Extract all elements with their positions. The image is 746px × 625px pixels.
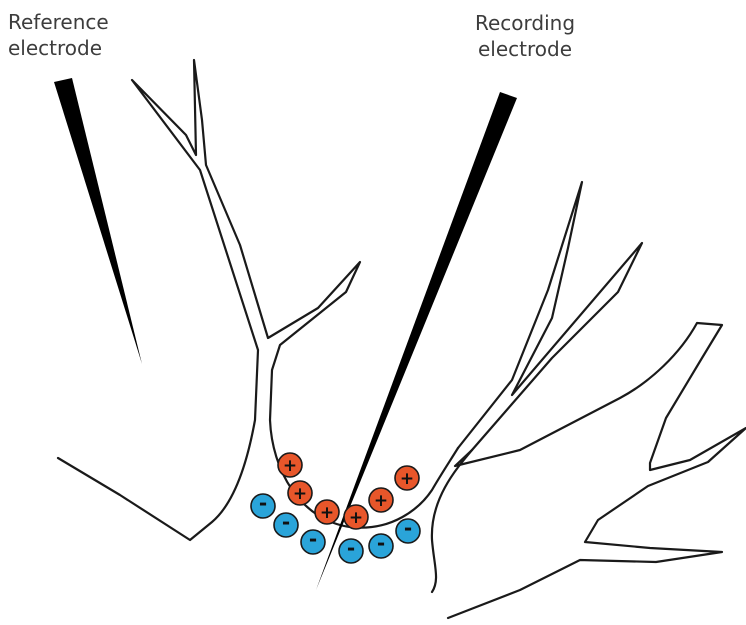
positive-ion: + — [288, 481, 312, 505]
positive-ion-symbol: + — [349, 508, 363, 528]
recording-electrode-label: Recording electrode — [455, 10, 595, 62]
negative-ion-symbol: - — [259, 491, 267, 515]
positive-ion-symbol: + — [400, 469, 414, 489]
left-neuron-outline — [58, 60, 458, 540]
reference-electrode — [54, 78, 142, 364]
positive-ion: + — [278, 453, 302, 477]
negative-ion-symbol: - — [282, 510, 290, 534]
negative-ion-symbol: - — [309, 527, 317, 551]
positive-ion-symbol: + — [283, 456, 297, 476]
positive-ion: + — [395, 466, 419, 490]
recording-label-line1: Recording — [455, 10, 595, 36]
positive-ion-symbol: + — [374, 491, 388, 511]
right-neuron-inner-outline — [432, 450, 472, 592]
negative-ion: - — [251, 491, 275, 518]
negative-ion: - — [339, 536, 363, 563]
reference-label-line1: Reference — [8, 9, 148, 35]
positive-ion-symbol: + — [320, 503, 334, 523]
negative-ion-symbol: - — [377, 531, 385, 555]
reference-label-line2: electrode — [8, 35, 148, 61]
negative-ion: - — [396, 516, 420, 543]
negative-ion-symbol: - — [347, 536, 355, 560]
positive-ion-symbol: + — [293, 484, 307, 504]
negative-ion-symbol: - — [404, 516, 412, 540]
ion-cloud: ++++++------ — [251, 453, 420, 563]
reference-electrode-label: Reference electrode — [0, 9, 148, 61]
negative-ion: - — [301, 527, 325, 554]
positive-ion: + — [344, 505, 368, 529]
negative-ion: - — [369, 531, 393, 558]
negative-ion: - — [274, 510, 298, 537]
right-neuron-outline — [448, 182, 746, 618]
positive-ion: + — [369, 488, 393, 512]
recording-label-line2: electrode — [455, 36, 595, 62]
positive-ion: + — [315, 500, 339, 524]
